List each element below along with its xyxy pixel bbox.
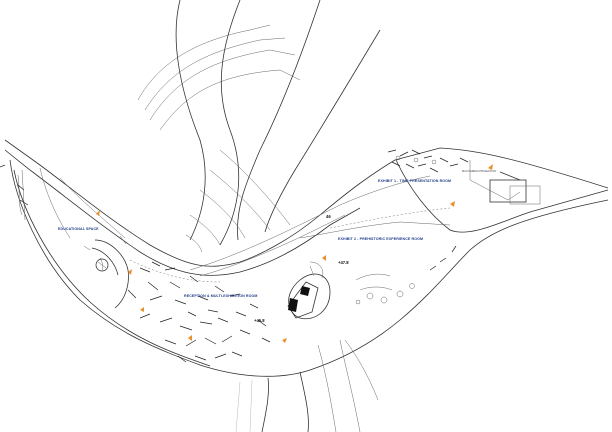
left-wing-details	[17, 184, 127, 251]
contour-lines	[137, 0, 381, 253]
room-labels: EXHIBIT 1 - TIME PRESENTATION ROOM EXHIB…	[58, 169, 496, 323]
room1-furniture	[387, 149, 469, 173]
entrance-arrow-icon	[96, 164, 493, 343]
label-level-2: +46.8	[254, 318, 265, 323]
room2-furniture	[355, 245, 457, 305]
educational-seating	[91, 239, 129, 309]
building-outline	[0, 139, 609, 377]
label-room2: EXHIBIT 2 - PREHISTORIC EXPERIENCE ROOM	[338, 237, 423, 241]
exhibit-furniture	[127, 261, 271, 363]
label-room1: EXHIBIT 1 - TIME PRESENTATION ROOM	[378, 179, 451, 183]
label-educational: EDUCATIONAL SPACE	[58, 227, 99, 231]
label-multi-projection: MULTI-MEDIA PROJECTION	[462, 169, 496, 173]
label-reception: RECEPTION & MULTI-EXHIBITION ROOM	[184, 294, 258, 298]
access-road	[235, 339, 379, 432]
label-level-3: 46	[326, 214, 331, 219]
interior-walls	[129, 160, 521, 283]
projection-building	[489, 171, 541, 205]
label-level-1: +47.8	[338, 260, 349, 265]
central-tower	[287, 261, 331, 320]
